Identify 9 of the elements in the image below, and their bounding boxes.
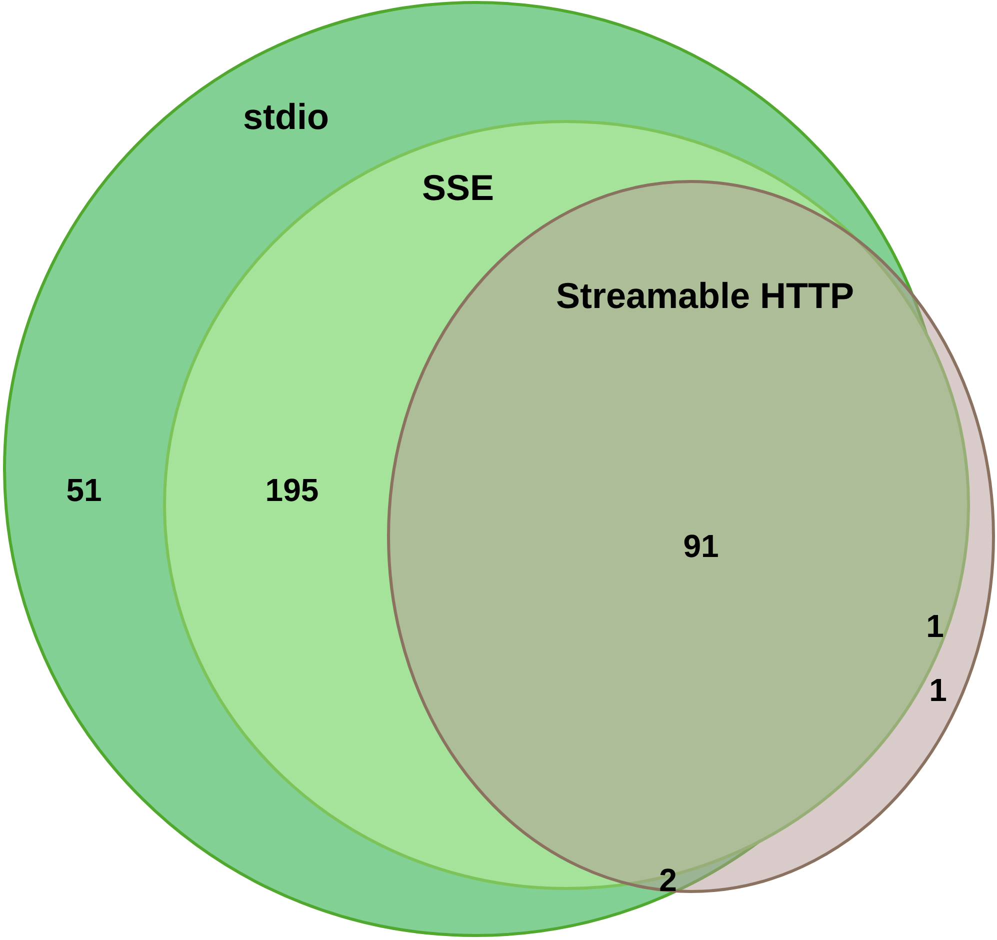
region-count: 195	[265, 474, 319, 506]
region-count: 1	[926, 610, 944, 642]
region-count: 2	[659, 864, 677, 896]
set-label: stdio	[243, 99, 329, 135]
set-label: Streamable HTTP	[556, 278, 854, 314]
region-count: 51	[66, 474, 102, 506]
set-label: SSE	[422, 170, 494, 206]
region-count: 1	[929, 674, 947, 706]
region-count: 91	[683, 530, 719, 562]
